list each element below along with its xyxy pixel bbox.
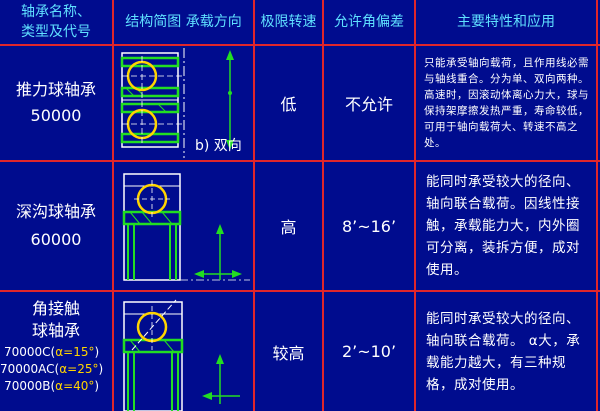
- header-structure: 结构简图 承载方向: [125, 14, 242, 30]
- row1-description-cell: 只能承受轴向载荷，且作用线必需与轴线重合。分为单、双向两种。高速时，因滚动体离心…: [416, 46, 596, 160]
- row2-name: 深沟球轴承: [15, 202, 96, 221]
- variant-70000ac: 70000AC(α=25°): [0, 362, 104, 376]
- header-speed: 极限转速: [260, 14, 317, 30]
- row3-description: 能同时承受较大的径向、轴向联合载荷。 α大，承载能力越大，有三种规格，成对使用。: [426, 310, 581, 393]
- grid-line: [596, 0, 598, 411]
- row2-description: 能同时承受较大的径向、轴向联合载荷。因线性接触，承载能力大，内外圈可分离，装拆方…: [426, 174, 580, 278]
- header-col1-line1: 轴承名称、: [21, 4, 91, 20]
- row3-angle: 2’~10’: [341, 342, 397, 361]
- row3-name-line2: 球轴承: [31, 321, 80, 340]
- row1-name-cell: 推力球轴承 50000: [0, 46, 112, 160]
- row1-angle: 不允许: [344, 95, 393, 114]
- row2-code: 60000: [30, 230, 82, 249]
- header-name-type-code: 轴承名称、 类型及代号: [0, 0, 112, 44]
- thrust-bearing-diagram: [120, 48, 234, 158]
- row2-angle: 8’~16’: [341, 216, 397, 236]
- row1-code: 50000: [30, 106, 82, 125]
- row2-description-cell: 能同时承受较大的径向、轴向联合载荷。因线性接触，承载能力大，内外圈可分离，装拆方…: [416, 162, 596, 290]
- row3-speed: 较高: [272, 343, 305, 363]
- grid-line: [0, 44, 600, 46]
- angular-contact-bearing-diagram: [122, 299, 240, 411]
- row2-name-cell: 深沟球轴承 60000: [0, 162, 112, 290]
- row1-figure-label: b) 双向: [195, 138, 242, 154]
- grid-line: [112, 0, 114, 411]
- header-features: 主要特性和应用: [457, 14, 555, 30]
- variant-70000c: 70000C(α=15°): [4, 345, 100, 359]
- row1-speed: 低: [280, 95, 297, 114]
- grid-line: [322, 0, 324, 411]
- grid-line: [0, 290, 600, 292]
- row3-description-cell: 能同时承受较大的径向、轴向联合载荷。 α大，承载能力越大，有三种规格，成对使用。: [416, 292, 596, 411]
- grid-line: [414, 0, 416, 411]
- header-col1-line2: 类型及代号: [21, 24, 91, 40]
- deep-groove-bearing-diagram: [122, 173, 250, 281]
- row2-speed: 高: [280, 218, 297, 237]
- row1-description: 只能承受轴向载荷，且作用线必需与轴线重合。分为单、双向两种。高速时，因滚动体离心…: [424, 57, 589, 149]
- grid-line: [0, 160, 600, 162]
- row3-name-line1: 角接触: [31, 299, 80, 318]
- grid-line: [253, 0, 255, 411]
- variant-70000b: 70000B(α=40°): [4, 379, 100, 393]
- row1-name: 推力球轴承: [15, 80, 96, 99]
- row3-name-cell: 角接触 球轴承 70000C(α=15°) 70000AC(α=25°) 700…: [0, 292, 112, 411]
- header-angle: 允许角偏差: [334, 14, 404, 30]
